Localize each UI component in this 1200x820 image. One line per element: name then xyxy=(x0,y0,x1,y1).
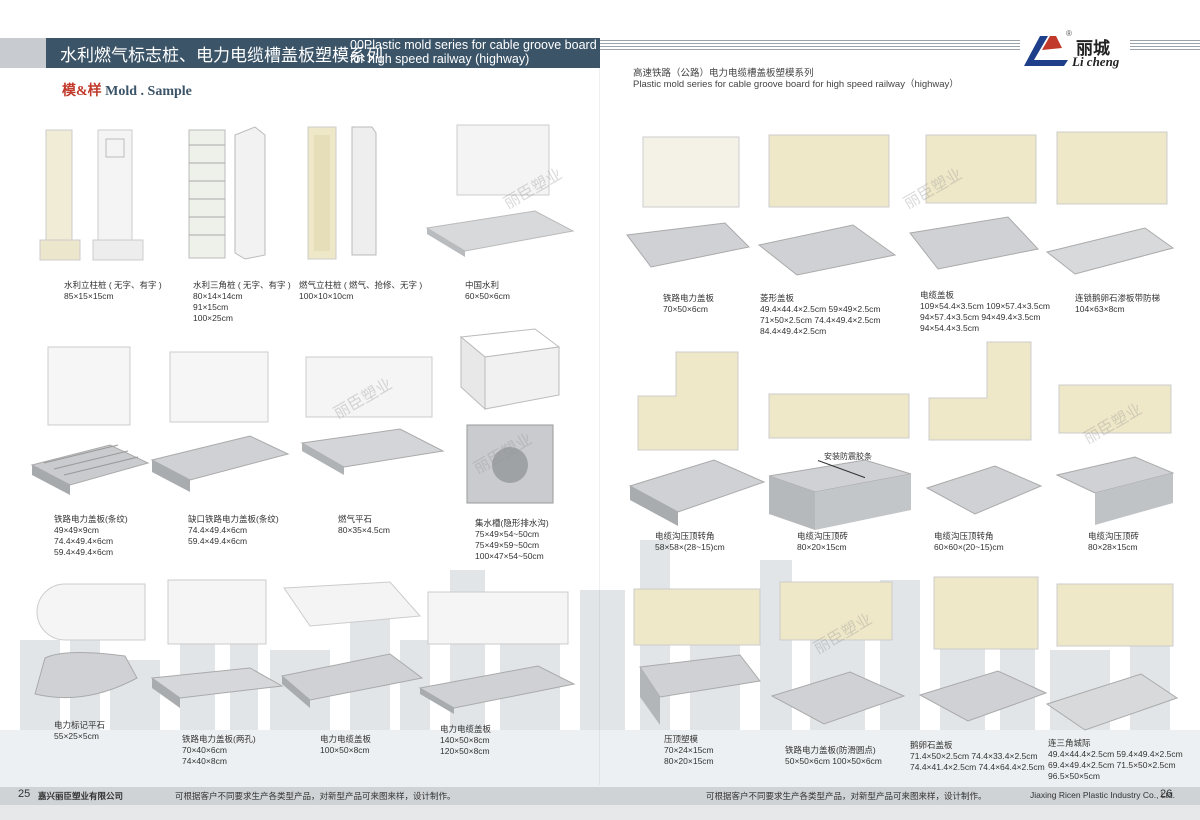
power-cable-cover-140-image xyxy=(418,591,576,714)
water-triangle-post-image xyxy=(188,126,266,260)
trench-top-brick-80x28-image xyxy=(1055,384,1175,525)
product-caption: 铁路电力盖板(防滑圆点)50×50×6cm 100×50×6cm xyxy=(785,745,882,766)
power-cable-cover-100-image xyxy=(280,581,424,708)
railway-antislip-cover-image xyxy=(770,581,905,725)
company-name-left: 嘉兴丽臣塑业有限公司 xyxy=(38,791,124,801)
capping-mold-image xyxy=(633,588,761,725)
company-name-right: Jiaxing Ricen Plastic Industry Co., Ltd. xyxy=(1030,790,1176,800)
header-band xyxy=(0,38,600,68)
footer-note-right: 可根据客户不同要求生产各类型产品，对新型产品可来图来样，设计制作。 xyxy=(706,791,987,801)
triple-triangle-intercity-image xyxy=(1045,583,1179,731)
brand-logo-icon xyxy=(1024,36,1068,66)
trench-corner-60-image xyxy=(925,341,1043,515)
gas-flat-stone-image xyxy=(300,356,445,475)
product-caption: 铁路电力盖板(两孔)70×40×6cm 74×40×8cm xyxy=(182,734,256,766)
water-collection-trough-image xyxy=(459,328,561,504)
water-post-mold-image xyxy=(39,129,144,261)
header-stripes xyxy=(600,40,1020,52)
railway-striped-cover-image xyxy=(30,346,150,495)
section-heading-cn: 模&样 xyxy=(62,84,102,99)
subtitle-english: Plastic mold series for cable groove boa… xyxy=(633,79,959,90)
page-number-right: 26 xyxy=(1160,788,1173,800)
registered-mark: ® xyxy=(1066,29,1072,38)
page-title: 水利燃气标志桩、电力电缆槽盖板塑模系列 xyxy=(60,46,383,66)
trench-corner-58-image xyxy=(628,351,766,526)
gas-post-mold-image xyxy=(307,126,377,260)
notched-railway-cover-image xyxy=(150,351,290,492)
cobble-cover-image xyxy=(918,576,1048,722)
annotation-label: 安装防震胶条 xyxy=(824,452,872,461)
interlock-cobble-board-image xyxy=(1045,131,1175,275)
footer-note-left: 可根据客户不同要求生产各类型产品，对新型产品可来图来样，设计制作。 xyxy=(175,791,456,801)
product-caption: 燃气立柱桩 ( 燃气、抢修、无字 )100×10×10cm xyxy=(299,280,423,301)
brand-name-chinese: 丽城 xyxy=(1076,39,1110,58)
trench-top-brick-80-image xyxy=(768,393,912,530)
brand-name-english: Li cheng xyxy=(1072,54,1120,69)
power-marker-stone-image xyxy=(34,583,146,699)
product-caption: 缺口铁路电力盖板(条纹)74.4×49.4×6cm 59.4×49.4×6cm xyxy=(188,514,279,546)
subtitle-chinese: 高速铁路（公路）电力电缆槽盖板塑模系列 xyxy=(633,68,814,79)
china-water-board-image xyxy=(425,124,575,257)
header-stripes-right xyxy=(1130,40,1200,52)
product-caption: 水利立柱桩 ( 无字、有字 )85×15×15cm xyxy=(64,280,162,301)
railway-power-cover-image xyxy=(626,136,750,268)
section-heading: 模&样 Mold . Sample xyxy=(62,80,192,100)
railway-two-hole-cover-image xyxy=(150,579,284,708)
section-heading-en: Mold . Sample xyxy=(105,84,192,99)
page-gutter xyxy=(599,40,600,785)
page-number-left: 25 xyxy=(18,788,31,800)
header-left-cap xyxy=(0,38,46,68)
page-title-english: 00Plastic mold series for cable groove b… xyxy=(350,38,597,66)
cable-cover-image xyxy=(909,134,1039,270)
footer-bar xyxy=(0,787,1200,805)
diamond-cover-image xyxy=(757,134,897,276)
